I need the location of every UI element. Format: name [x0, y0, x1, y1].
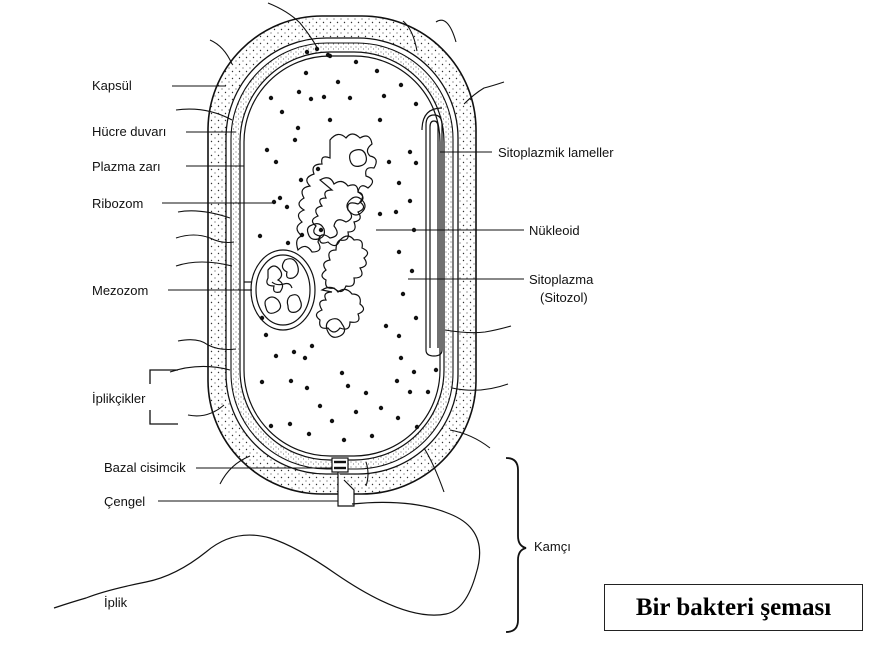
labels: Kapsül Hücre duvarı Plazma zarı Ribozom … [92, 78, 614, 610]
leader-lines [158, 85, 524, 502]
label-plazma-zari: Plazma zarı [92, 159, 161, 174]
plasma-membrane [239, 51, 445, 461]
label-iplik: İplik [104, 595, 128, 610]
label-kamci: Kamçı [534, 539, 571, 554]
ribosomes [257, 46, 439, 443]
pili-bracket [149, 369, 178, 425]
label-kapsul: Kapsül [92, 78, 132, 93]
label-iplikcikler: İplikçikler [92, 391, 146, 406]
label-cengel: Çengel [104, 494, 145, 509]
pili [169, 2, 512, 493]
cytoplasmic-lamellae [421, 107, 443, 357]
label-nukleoid: Nükleoid [529, 223, 580, 238]
nucleoid [296, 133, 377, 338]
diagram-title: Bir bakteri şeması [635, 593, 832, 621]
label-sitoplazma: Sitoplazma [529, 272, 594, 287]
flagellum [53, 457, 481, 616]
title-box: Bir bakteri şeması [604, 584, 863, 631]
label-mezozom: Mezozom [92, 283, 148, 298]
flagellum-bracket [505, 457, 527, 633]
label-sitoplazmik-lameller: Sitoplazmik lameller [498, 145, 614, 160]
label-ribozom: Ribozom [92, 196, 143, 211]
label-bazal-cisimcik: Bazal cisimcik [104, 460, 186, 475]
label-sitozol: (Sitozol) [540, 290, 588, 305]
label-hucre-duvari: Hücre duvarı [92, 124, 166, 139]
